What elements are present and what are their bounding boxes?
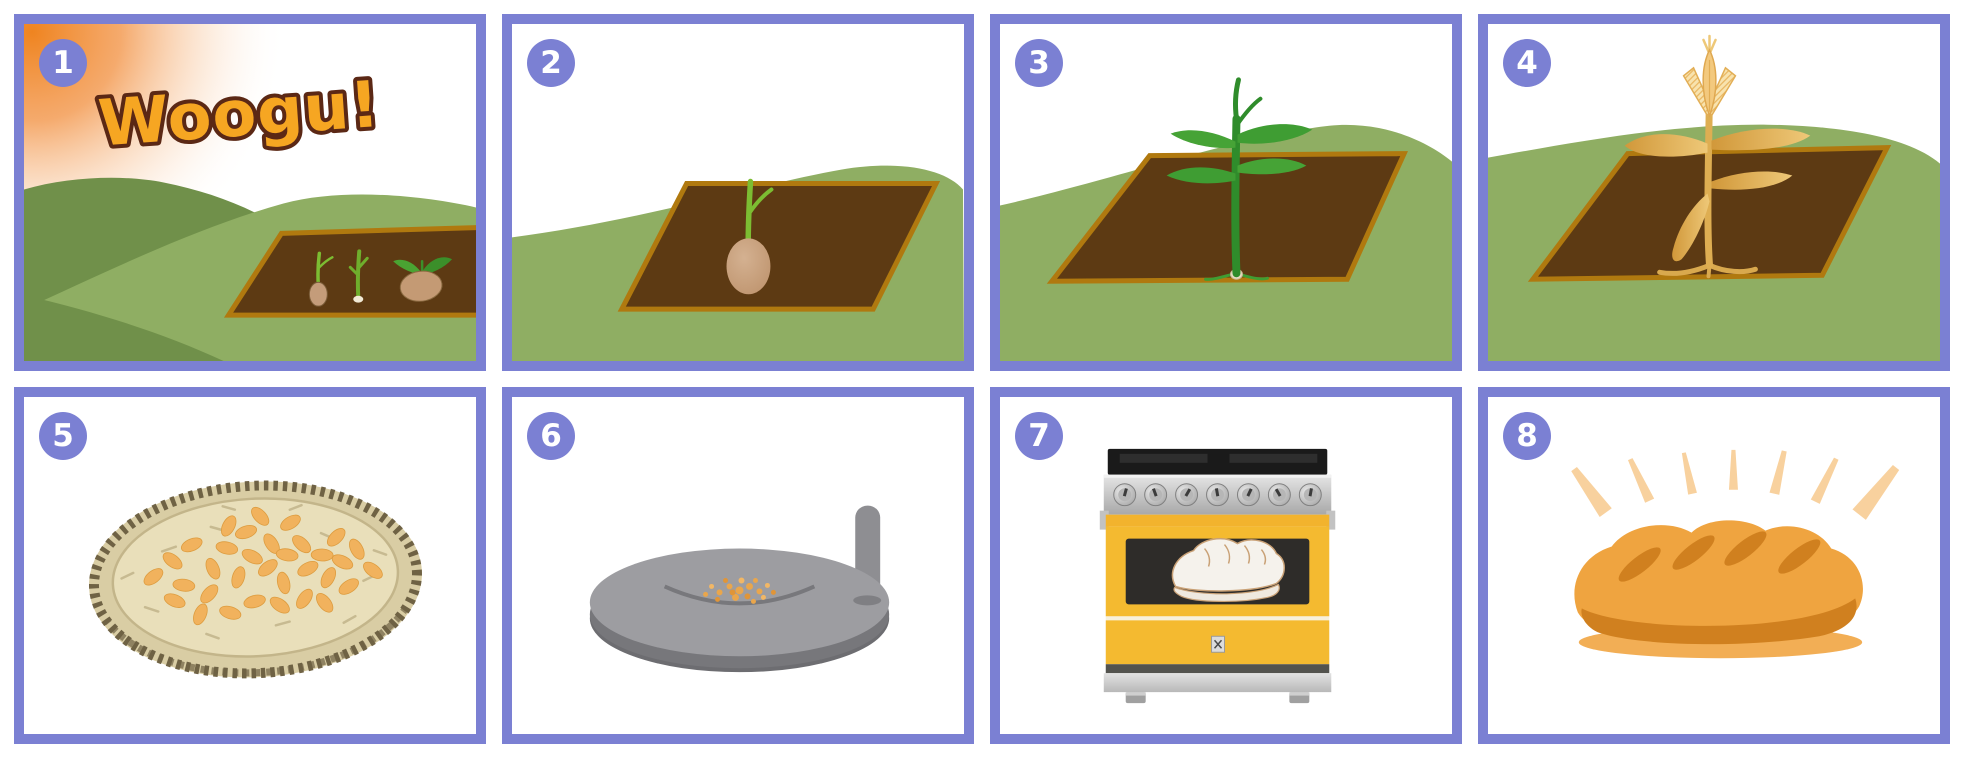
panel-2: 2 [502, 14, 974, 371]
step-number: 6 [540, 417, 562, 454]
panel-4: 4 [1478, 14, 1950, 371]
tuber-seed-with-leaves [393, 257, 453, 302]
seed-icon [726, 238, 771, 295]
scene-mature-wheat [1488, 24, 1940, 361]
panel-8: 8 [1478, 387, 1950, 744]
oven-icon [1099, 448, 1336, 704]
millstone-groove [663, 584, 816, 606]
wheat-leaf [1672, 193, 1710, 262]
bread-loaf-icon [1574, 520, 1863, 659]
wheat-leaf [1711, 171, 1793, 190]
seed-with-sprout [308, 251, 334, 307]
scene-oven [1000, 397, 1452, 734]
sprouting-seed [726, 178, 774, 295]
step-number: 3 [1028, 44, 1050, 81]
left-hinge [1099, 510, 1109, 530]
wheat-plant-icon [1624, 34, 1811, 279]
step-badge-3: 3 [1015, 39, 1063, 87]
soil-field-plot [617, 181, 941, 312]
green-shoot [348, 249, 369, 303]
step-number: 8 [1516, 417, 1538, 454]
step-number: 4 [1516, 44, 1538, 81]
foreground-hill-dark [24, 295, 224, 361]
oven-feet [1125, 692, 1310, 704]
scene-title-card: Woogu! [24, 24, 476, 361]
right-hinge [1326, 510, 1336, 530]
panel-5: 5 [14, 387, 486, 744]
panel-7: 7 [990, 387, 1462, 744]
oven-emblem [1211, 635, 1226, 653]
panel-6: 6 [502, 387, 974, 744]
scene-bread [1488, 397, 1940, 734]
bread-dough-icon [1171, 537, 1285, 602]
panel-1: Woogu! 1 [14, 14, 486, 371]
step-number: 1 [52, 44, 74, 81]
step-badge-1: 1 [39, 39, 87, 87]
wheat-leaf [1711, 128, 1811, 151]
light-rays-icon [1571, 449, 1900, 520]
bread-scores [1618, 531, 1821, 582]
oven-knobs [1113, 483, 1322, 507]
step-badge-4: 4 [1503, 39, 1551, 87]
step-number: 7 [1028, 417, 1050, 454]
bread-bottom-crust [1581, 598, 1857, 645]
panel-3: 3 [990, 14, 1462, 371]
seedling-icon [1166, 77, 1313, 281]
soil-field-plot [1046, 151, 1408, 284]
scene-grain-basket [24, 397, 476, 734]
wheat-leaf [1624, 134, 1708, 157]
step-number: 5 [52, 417, 74, 454]
scene-seed-planted [512, 24, 964, 361]
step-badge-8: 8 [1503, 412, 1551, 460]
wheat-head [1682, 34, 1737, 118]
grain-seeds-icon [143, 506, 383, 626]
scene-seedling [1000, 24, 1452, 361]
step-number: 2 [540, 44, 562, 81]
step-badge-2: 2 [527, 39, 575, 87]
step-badge-5: 5 [39, 412, 87, 460]
winnowing-basket-icon [89, 480, 422, 679]
step-badge-7: 7 [1015, 412, 1063, 460]
millstone-icon [589, 505, 890, 673]
scene-millstone [512, 397, 964, 734]
step-badge-6: 6 [527, 412, 575, 460]
ground-flour-icon [703, 577, 776, 604]
